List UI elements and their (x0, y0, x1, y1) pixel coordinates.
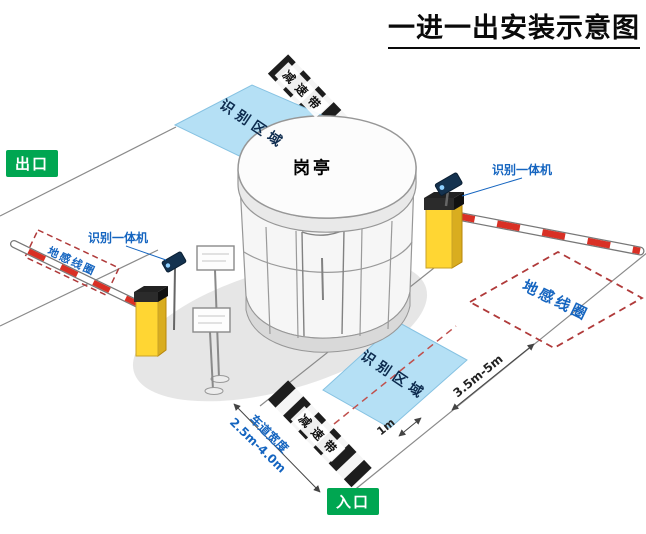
guard-booth-label: 岗亭 (293, 158, 333, 179)
leader-lines (125, 177, 523, 261)
camera-left (161, 251, 187, 331)
camera-right (434, 172, 463, 207)
barrier-gate-left (10, 240, 168, 357)
booth-roof-top (237, 115, 417, 219)
coil-centerline (333, 325, 457, 425)
barrier-gate-right (424, 192, 645, 269)
sign-boards (192, 245, 235, 395)
ground-coil-right-box (468, 250, 644, 350)
dimension-lines (233, 343, 535, 493)
reader-right-label: 识别一体机 (492, 163, 553, 177)
page-title: 一进一出安装示意图 (388, 6, 640, 49)
reader-left-label: 识别一体机 (88, 231, 149, 245)
guard-booth (237, 115, 417, 353)
booth-window-mullions (243, 220, 413, 339)
entrance-badge: 入口 (327, 488, 380, 515)
exit-badge: 出口 (6, 150, 59, 177)
